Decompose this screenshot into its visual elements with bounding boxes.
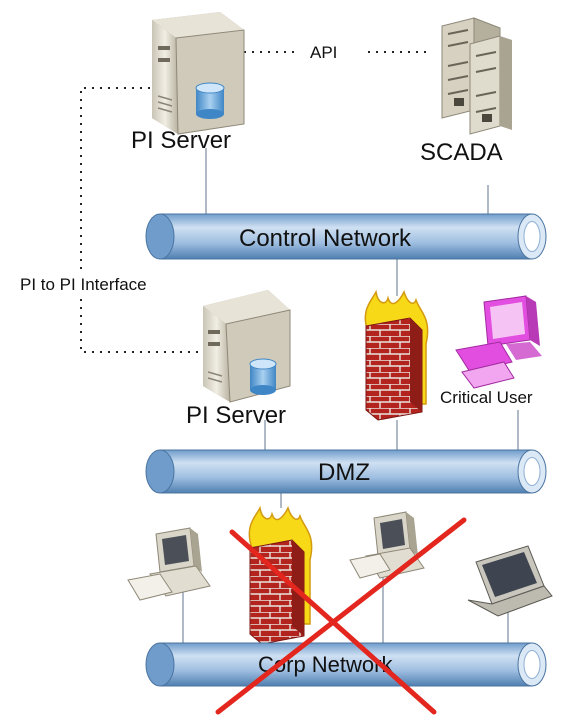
api-label: API (310, 43, 337, 62)
dmz-pi-server-label: PI Server (186, 402, 286, 429)
pi-to-pi-label-backdrop (16, 270, 188, 296)
scada-label: SCADA (420, 139, 503, 166)
corp-pc-icon-2 (349, 511, 425, 579)
critical-user-pc-icon (455, 295, 542, 389)
top-pi-server-label: PI Server (131, 127, 231, 154)
corp-firewall-icon (248, 505, 313, 645)
critical-user-label: Critical User (440, 388, 533, 407)
connector-lines (182, 148, 519, 643)
dmz-label: DMZ (318, 459, 370, 486)
red-cross-mark (215, 517, 467, 715)
dmz-pipe (145, 449, 547, 494)
corp-pc-icon-1 (127, 527, 211, 601)
cross-stroke-2 (215, 517, 467, 715)
laptop-icon (467, 545, 553, 617)
dmz-pi-server-icon (203, 290, 291, 403)
top-pi-server-icon (152, 12, 245, 135)
control-network-pipe (145, 213, 547, 260)
dotted-links (80, 51, 432, 353)
scada-server-icon (441, 17, 512, 135)
pi-to-pi-link (80, 87, 205, 353)
corp-network-pipe (145, 642, 547, 687)
control-network-label: Control Network (239, 225, 412, 252)
firewall-icon (364, 289, 429, 421)
pi-to-pi-interface-label: PI to PI Interface (20, 275, 147, 294)
